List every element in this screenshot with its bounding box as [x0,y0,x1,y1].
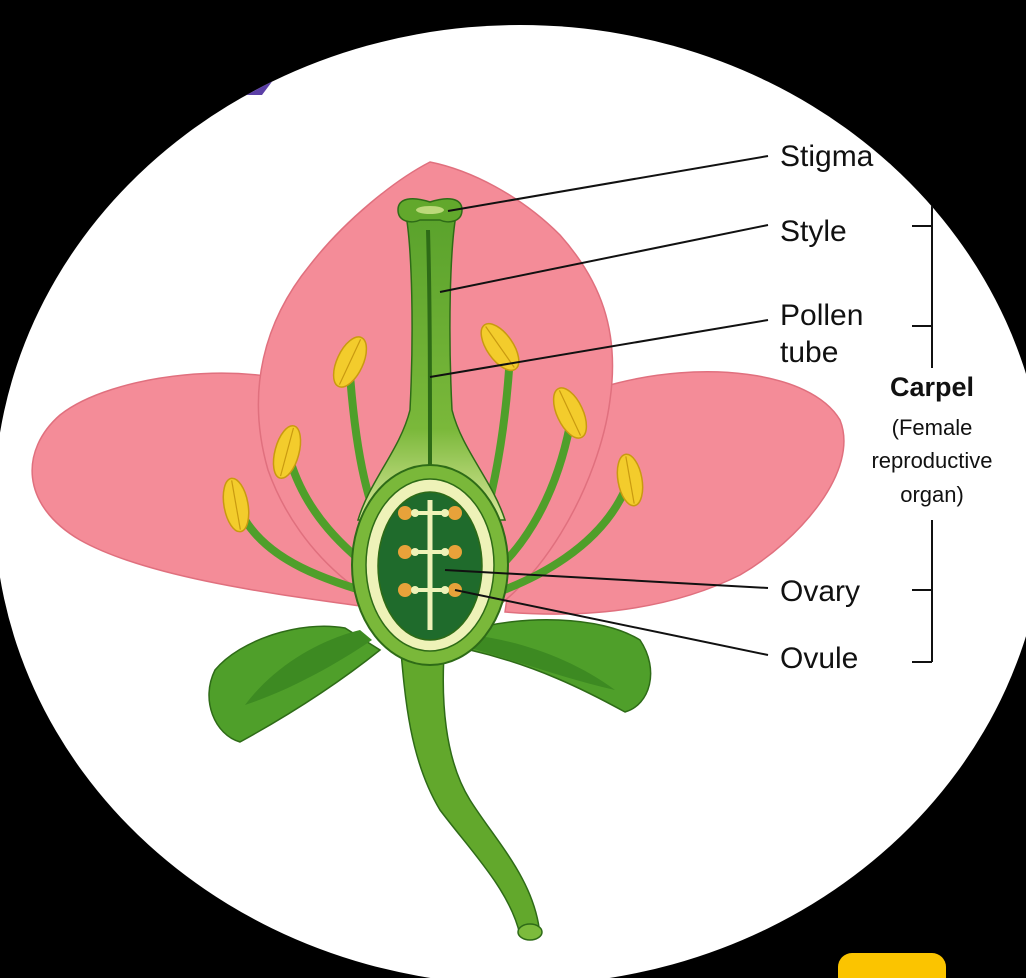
label-ovule: Ovule [780,642,858,675]
ovule-3 [398,545,412,559]
ovule-4 [448,545,462,559]
label-carpel-desc-2: reproductive [871,448,992,473]
label-pollen-tube-line2: tube [780,336,838,369]
label-carpel: Carpel [890,372,974,402]
stem-end [518,924,542,940]
label-ovary: Ovary [780,575,860,608]
label-carpel-desc-3: organ) [900,482,964,507]
label-style: Style [780,215,847,248]
label-pollen-tube-line1: Pollen [780,299,863,332]
ovule-1 [398,506,412,520]
ovule-5 [398,583,412,597]
label-stigma: Stigma [780,140,874,173]
label-carpel-desc-1: (Female [892,415,973,440]
yellow-accent-decoration [838,953,946,978]
pollen-tube [428,230,430,470]
ovule-2 [448,506,462,520]
